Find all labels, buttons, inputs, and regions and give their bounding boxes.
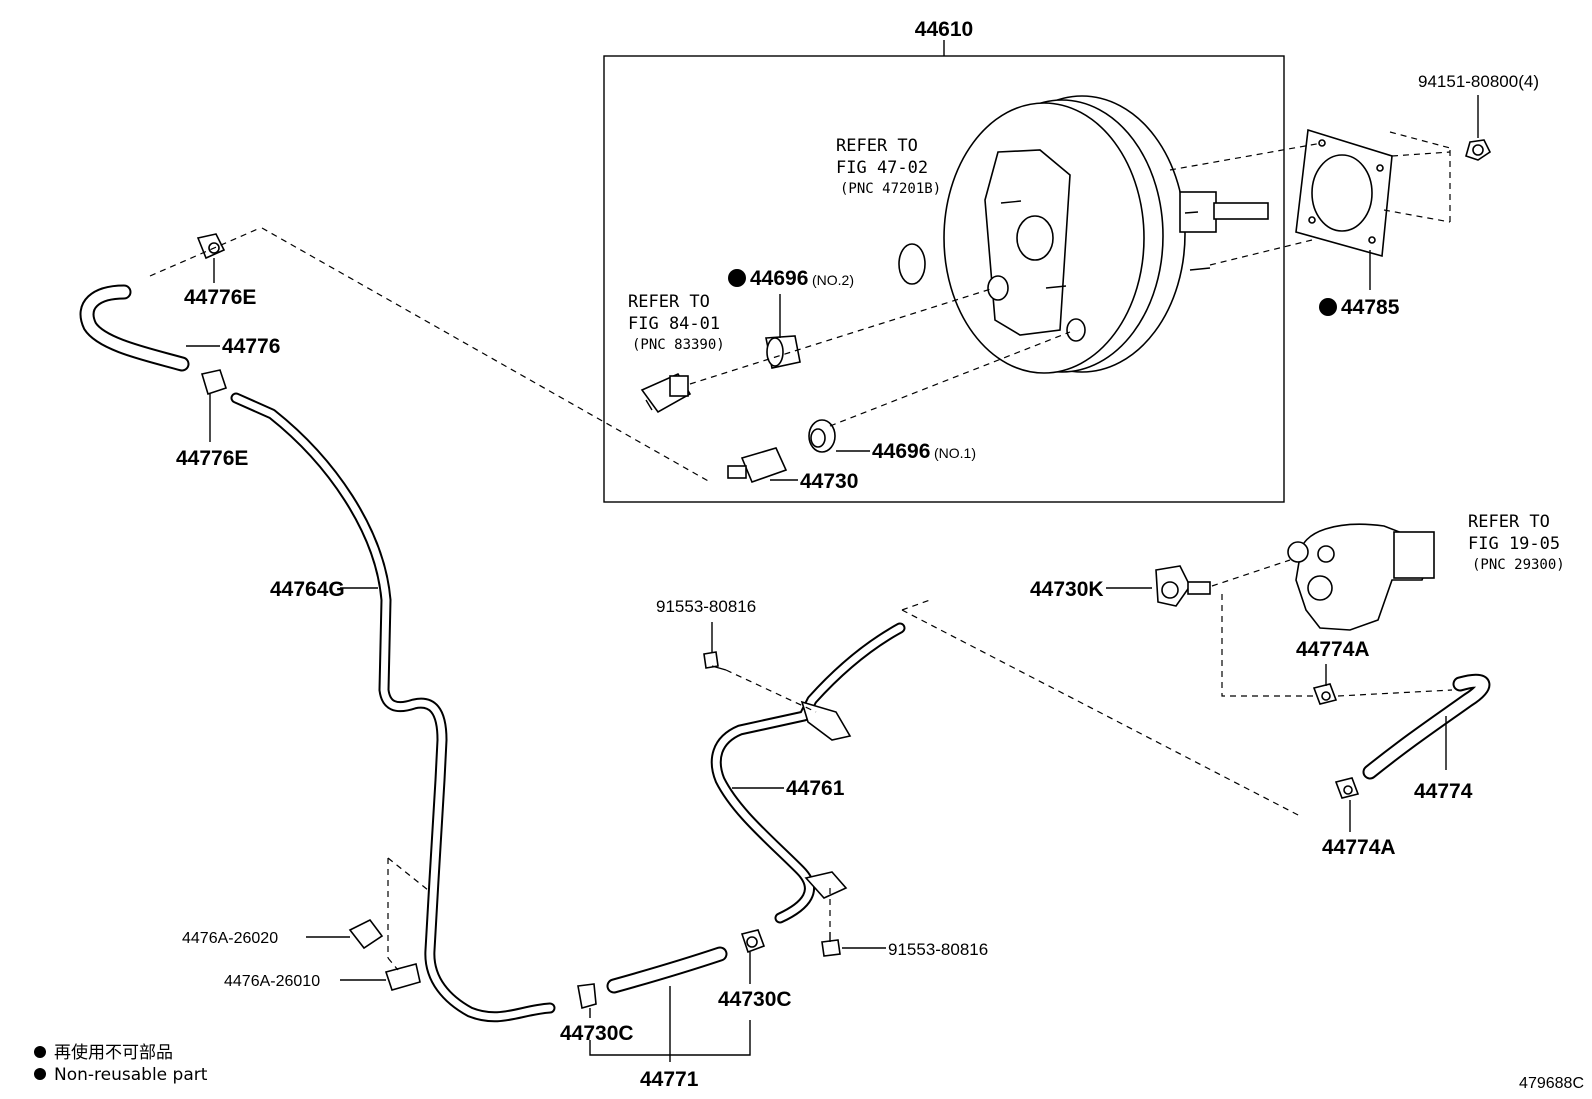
- label-44761: 44761: [786, 777, 845, 800]
- bolt-91553-top: [703, 651, 727, 671]
- o-ring: [898, 243, 926, 285]
- clip-4476A-26020: [348, 918, 384, 950]
- ref-fig-84-01: REFER TO FIG 84-01 (PNC 83390): [628, 292, 725, 353]
- label-no2: (NO.2): [812, 272, 854, 288]
- union-44730K: [1155, 565, 1211, 607]
- label-44785: 44785: [1341, 296, 1400, 319]
- label-44610: 44610: [915, 18, 973, 41]
- tube-44764G: [230, 392, 556, 1023]
- label-4476A-26010: 4476A-26010: [224, 973, 320, 990]
- booster-pushrod: [1179, 191, 1269, 271]
- label-no1: (NO.1): [934, 445, 976, 461]
- hose-44776: [79, 284, 190, 372]
- label-91553-top: 91553-80816: [656, 597, 756, 616]
- pipe-44761: [710, 622, 906, 924]
- svg-text:FIG 19-05: FIG 19-05: [1468, 534, 1560, 554]
- label-44730C-left: 44730C: [560, 1022, 634, 1045]
- ref-fig-19-05: REFER TO FIG 19-05 (PNC 29300): [1468, 512, 1565, 573]
- grommet-no1: [808, 419, 836, 453]
- legend-bullet-en: [34, 1068, 46, 1080]
- hose-44774: [1362, 673, 1491, 780]
- clamp-44776E-top: [196, 233, 226, 260]
- label-44730C-right: 44730C: [718, 988, 792, 1011]
- label-44776E-top: 44776E: [184, 286, 256, 309]
- label-44774A-top: 44774A: [1296, 638, 1370, 661]
- clip-4476A-26010: [384, 963, 421, 991]
- label-44774: 44774: [1414, 780, 1473, 803]
- clamp-44774A-top: [1312, 683, 1338, 705]
- ref-fig-47-02: REFER TO FIG 47-02 (PNC 47201B): [836, 136, 941, 197]
- svg-text:(PNC 83390): (PNC 83390): [632, 337, 725, 353]
- vacuum-pump: [1287, 523, 1435, 631]
- clamp-44730C-right: [740, 929, 766, 954]
- booster-assembly-group: 44610 REFER TO FIG 47-02 (PNC 47201B): [603, 18, 1285, 503]
- assembly-frame: [603, 55, 1285, 503]
- label-44696-no2: 44696: [750, 267, 808, 290]
- svg-text:(PNC 47201B): (PNC 47201B): [840, 181, 941, 197]
- label-44776E-bottom: 44776E: [176, 447, 248, 470]
- legend: 再使用不可部品 Non-reusable part: [34, 1042, 208, 1085]
- grommet-no2: [765, 335, 801, 369]
- label-44771: 44771: [640, 1068, 699, 1091]
- svg-text:REFER TO: REFER TO: [836, 136, 918, 156]
- clamp-44774A-bottom: [1334, 777, 1360, 799]
- svg-text:REFER TO: REFER TO: [1468, 512, 1550, 532]
- label-4476A-26020: 4476A-26020: [182, 930, 278, 947]
- legend-english: Non-reusable part: [54, 1065, 208, 1085]
- label-91553-bottom: 91553-80816: [888, 940, 988, 959]
- svg-text:REFER TO: REFER TO: [628, 292, 710, 312]
- gasket-44785: [1295, 128, 1393, 258]
- label-44764G: 44764G: [270, 578, 345, 601]
- label-44696-no1: 44696: [872, 440, 930, 463]
- label-44730: 44730: [800, 470, 858, 493]
- svg-text:FIG 84-01: FIG 84-01: [628, 314, 720, 334]
- non-reusable-marker-44785: [1319, 298, 1337, 316]
- label-44776: 44776: [222, 335, 280, 358]
- label-44774A-bottom: 44774A: [1322, 836, 1396, 859]
- legend-japanese: 再使用不可部品: [54, 1042, 173, 1063]
- hose-44771: [606, 946, 728, 994]
- clamp-44730C-left: [577, 983, 597, 1010]
- brake-booster-body: [943, 95, 1186, 374]
- svg-text:(PNC 29300): (PNC 29300): [1472, 557, 1565, 573]
- nut-94151: [1465, 139, 1492, 161]
- legend-bullet-jp: [34, 1046, 46, 1058]
- svg-text:FIG 47-02: FIG 47-02: [836, 158, 928, 178]
- check-valve-44730: [727, 447, 788, 484]
- figure-code: 479688C: [1519, 1075, 1584, 1092]
- bolt-91553-bottom: [821, 932, 841, 957]
- vacuum-sensor: [640, 372, 692, 414]
- clamp-44776E-bottom: [200, 369, 228, 396]
- non-reusable-marker-44696-no2: [728, 269, 746, 287]
- label-94151: 94151-80800(4): [1418, 72, 1539, 91]
- label-44730K: 44730K: [1030, 578, 1104, 601]
